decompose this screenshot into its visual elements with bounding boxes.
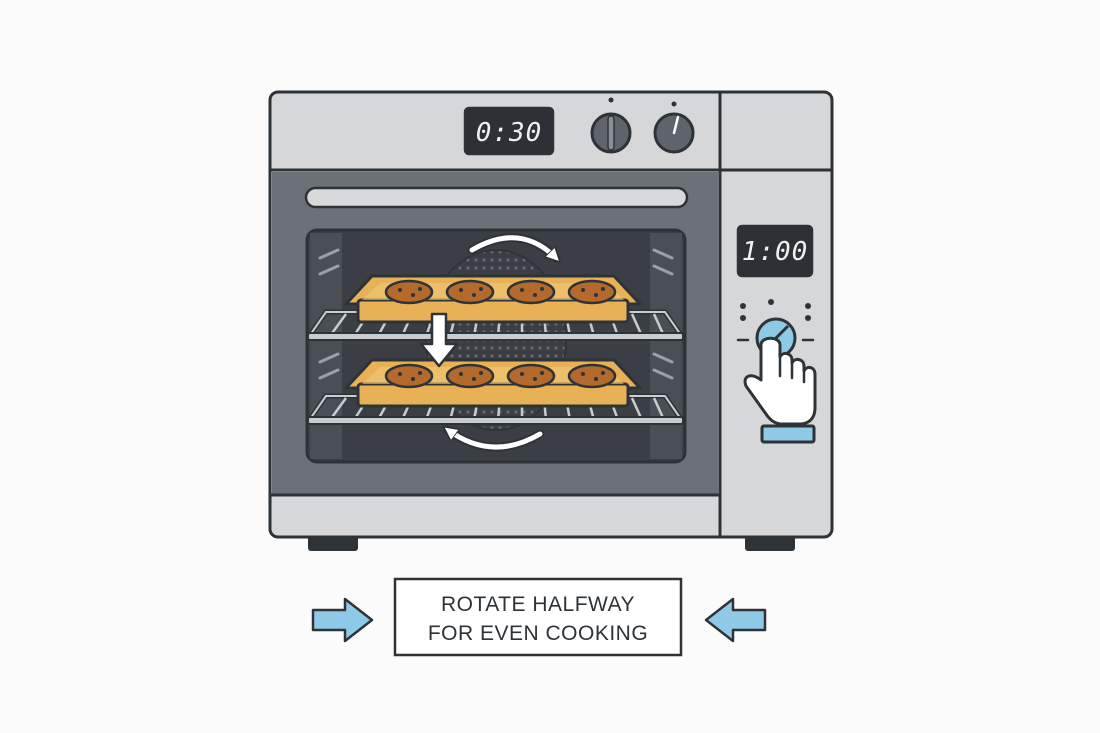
lower-cookies	[384, 363, 617, 389]
side-timer-display	[736, 224, 814, 278]
oven-window	[305, 228, 687, 464]
top-timer-readout: 0:30	[476, 118, 543, 148]
curved-arrow-right-icon-fill	[469, 235, 556, 258]
rack-guides	[318, 248, 674, 380]
caption-line-1: ROTATE HALFWAY	[441, 593, 635, 616]
arrow-left-icon	[704, 597, 767, 643]
caption-box	[393, 577, 683, 657]
dial-indicator-dots	[740, 299, 811, 321]
side-control-panel: 1:00	[736, 224, 817, 444]
top-control-panel: 0:30	[463, 97, 695, 156]
side-timer-readout: 1:00	[742, 237, 809, 267]
arrow-right-icon	[311, 597, 374, 643]
top-knob-right[interactable]	[653, 101, 695, 154]
top-knob-left[interactable]	[590, 97, 632, 154]
lower-baking-tray	[344, 358, 642, 408]
upper-baking-tray	[344, 274, 642, 324]
hand-cuff	[760, 424, 816, 444]
top-timer-display	[463, 106, 555, 156]
oven-foot-left	[308, 535, 358, 551]
pointing-hand-icon	[743, 336, 817, 444]
caption-line-2: FOR EVEN COOKING	[428, 622, 648, 645]
door-handle[interactable]	[304, 186, 689, 209]
oven-foot-right	[745, 535, 795, 551]
arrow-down-icon	[419, 312, 459, 368]
caption: ROTATE HALFWAY FOR EVEN COOKING	[311, 577, 767, 657]
upper-cookies	[384, 279, 617, 305]
curved-arrow-left-icon-fill	[448, 430, 543, 450]
